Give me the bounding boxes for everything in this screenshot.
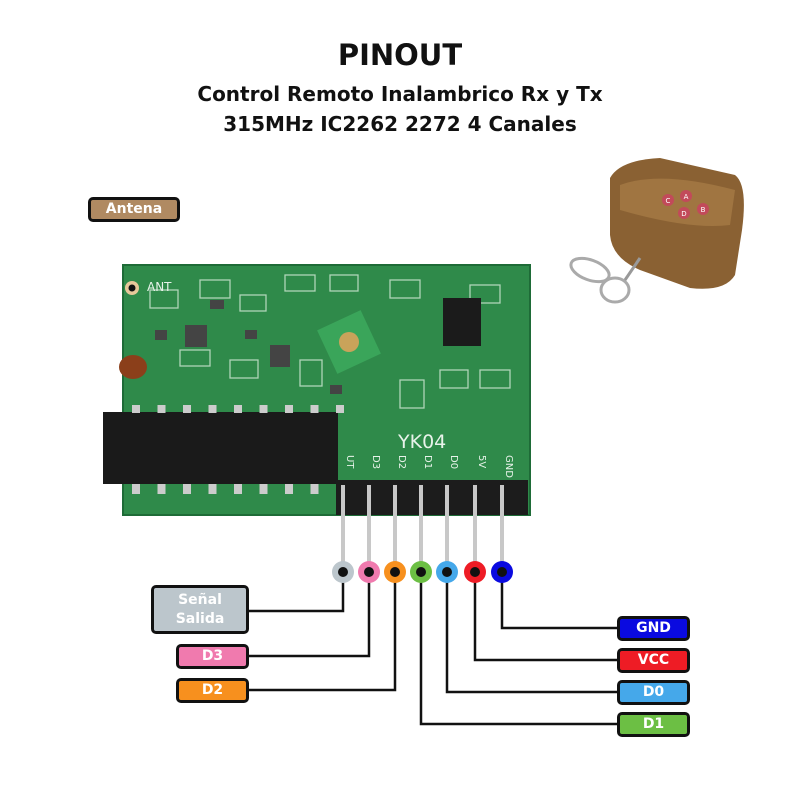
d2-leader-line — [249, 572, 397, 692]
d1-leader-line — [419, 572, 617, 726]
d1-pin-dot — [416, 567, 426, 577]
gnd-label-text: GND — [636, 620, 671, 636]
subtitle-line-1: Control Remoto Inalambrico Rx y Tx — [197, 82, 603, 106]
d0-label-text: D0 — [642, 684, 665, 700]
d3-pin-dot — [364, 567, 374, 577]
ic-pin — [208, 405, 217, 413]
ic-pin — [310, 405, 319, 413]
d0-leader-line — [445, 572, 617, 694]
subtitle-line-2: 315MHz IC2262 2272 4 Canales — [223, 112, 577, 136]
pin-marking: D2 — [396, 455, 407, 469]
d3-label: D3 — [176, 644, 249, 669]
d0-label: D0 — [617, 680, 690, 705]
remote-control-image: C A D B — [569, 158, 744, 304]
senal-pin-dot — [338, 567, 348, 577]
senal-line1: Señal — [178, 591, 222, 608]
ic-pin — [336, 405, 344, 413]
ic-pin — [132, 484, 140, 494]
ic-pin — [157, 405, 166, 413]
ic-pin — [234, 405, 242, 413]
remote-button-b: B — [701, 206, 706, 214]
ic-pin — [285, 405, 293, 413]
d3-label-text: D3 — [201, 648, 224, 664]
receiver-pcb-image: ANT YK04 UT D3 D2 D1 D0 5V GND — [103, 264, 531, 566]
d2-label-text: D2 — [201, 682, 224, 698]
vcc-pin-dot — [470, 567, 480, 577]
ic-pin — [208, 484, 217, 494]
ic-pin — [234, 484, 242, 494]
pin-marking: D3 — [370, 455, 381, 469]
board-model-marking: YK04 — [397, 431, 446, 453]
pin-marking: GND — [503, 455, 514, 478]
ic-pin — [157, 484, 166, 494]
senal-leader-line — [249, 572, 345, 613]
pin-marking: 5V — [476, 455, 487, 468]
ic-pin — [285, 484, 293, 494]
d3-leader-line — [249, 572, 371, 658]
antena-label-text: Antena — [105, 201, 163, 217]
page-title: PINOUT — [337, 38, 463, 72]
gnd-label: GND — [617, 616, 690, 641]
d1-label-text: D1 — [642, 716, 665, 732]
d1-label: D1 — [617, 712, 690, 737]
gnd-pin-dot — [497, 567, 507, 577]
d2-pin-dot — [390, 567, 400, 577]
remote-button-c: C — [666, 197, 671, 205]
pin-marking: D1 — [422, 455, 433, 469]
antena-label: Antena — [88, 197, 180, 222]
gnd-leader-line — [500, 572, 617, 630]
pin-marking: D0 — [448, 455, 459, 469]
ic-pin — [310, 484, 319, 494]
ic-pin — [183, 484, 191, 494]
pin-marking: UT — [344, 455, 355, 469]
ic-pin — [259, 405, 268, 413]
d2-label: D2 — [176, 678, 249, 703]
d0-pin-dot — [442, 567, 452, 577]
vcc-leader-line — [473, 572, 617, 662]
ic-pin — [259, 484, 268, 494]
ic-pin — [183, 405, 191, 413]
remote-button-a: A — [684, 193, 689, 201]
senal-line2: Salida — [175, 610, 225, 627]
board-ant-marking: ANT — [147, 280, 172, 294]
ic-pin — [132, 405, 140, 413]
remote-button-d: D — [681, 210, 686, 218]
vcc-label-text: VCC — [637, 652, 670, 668]
vcc-label: VCC — [617, 648, 690, 673]
